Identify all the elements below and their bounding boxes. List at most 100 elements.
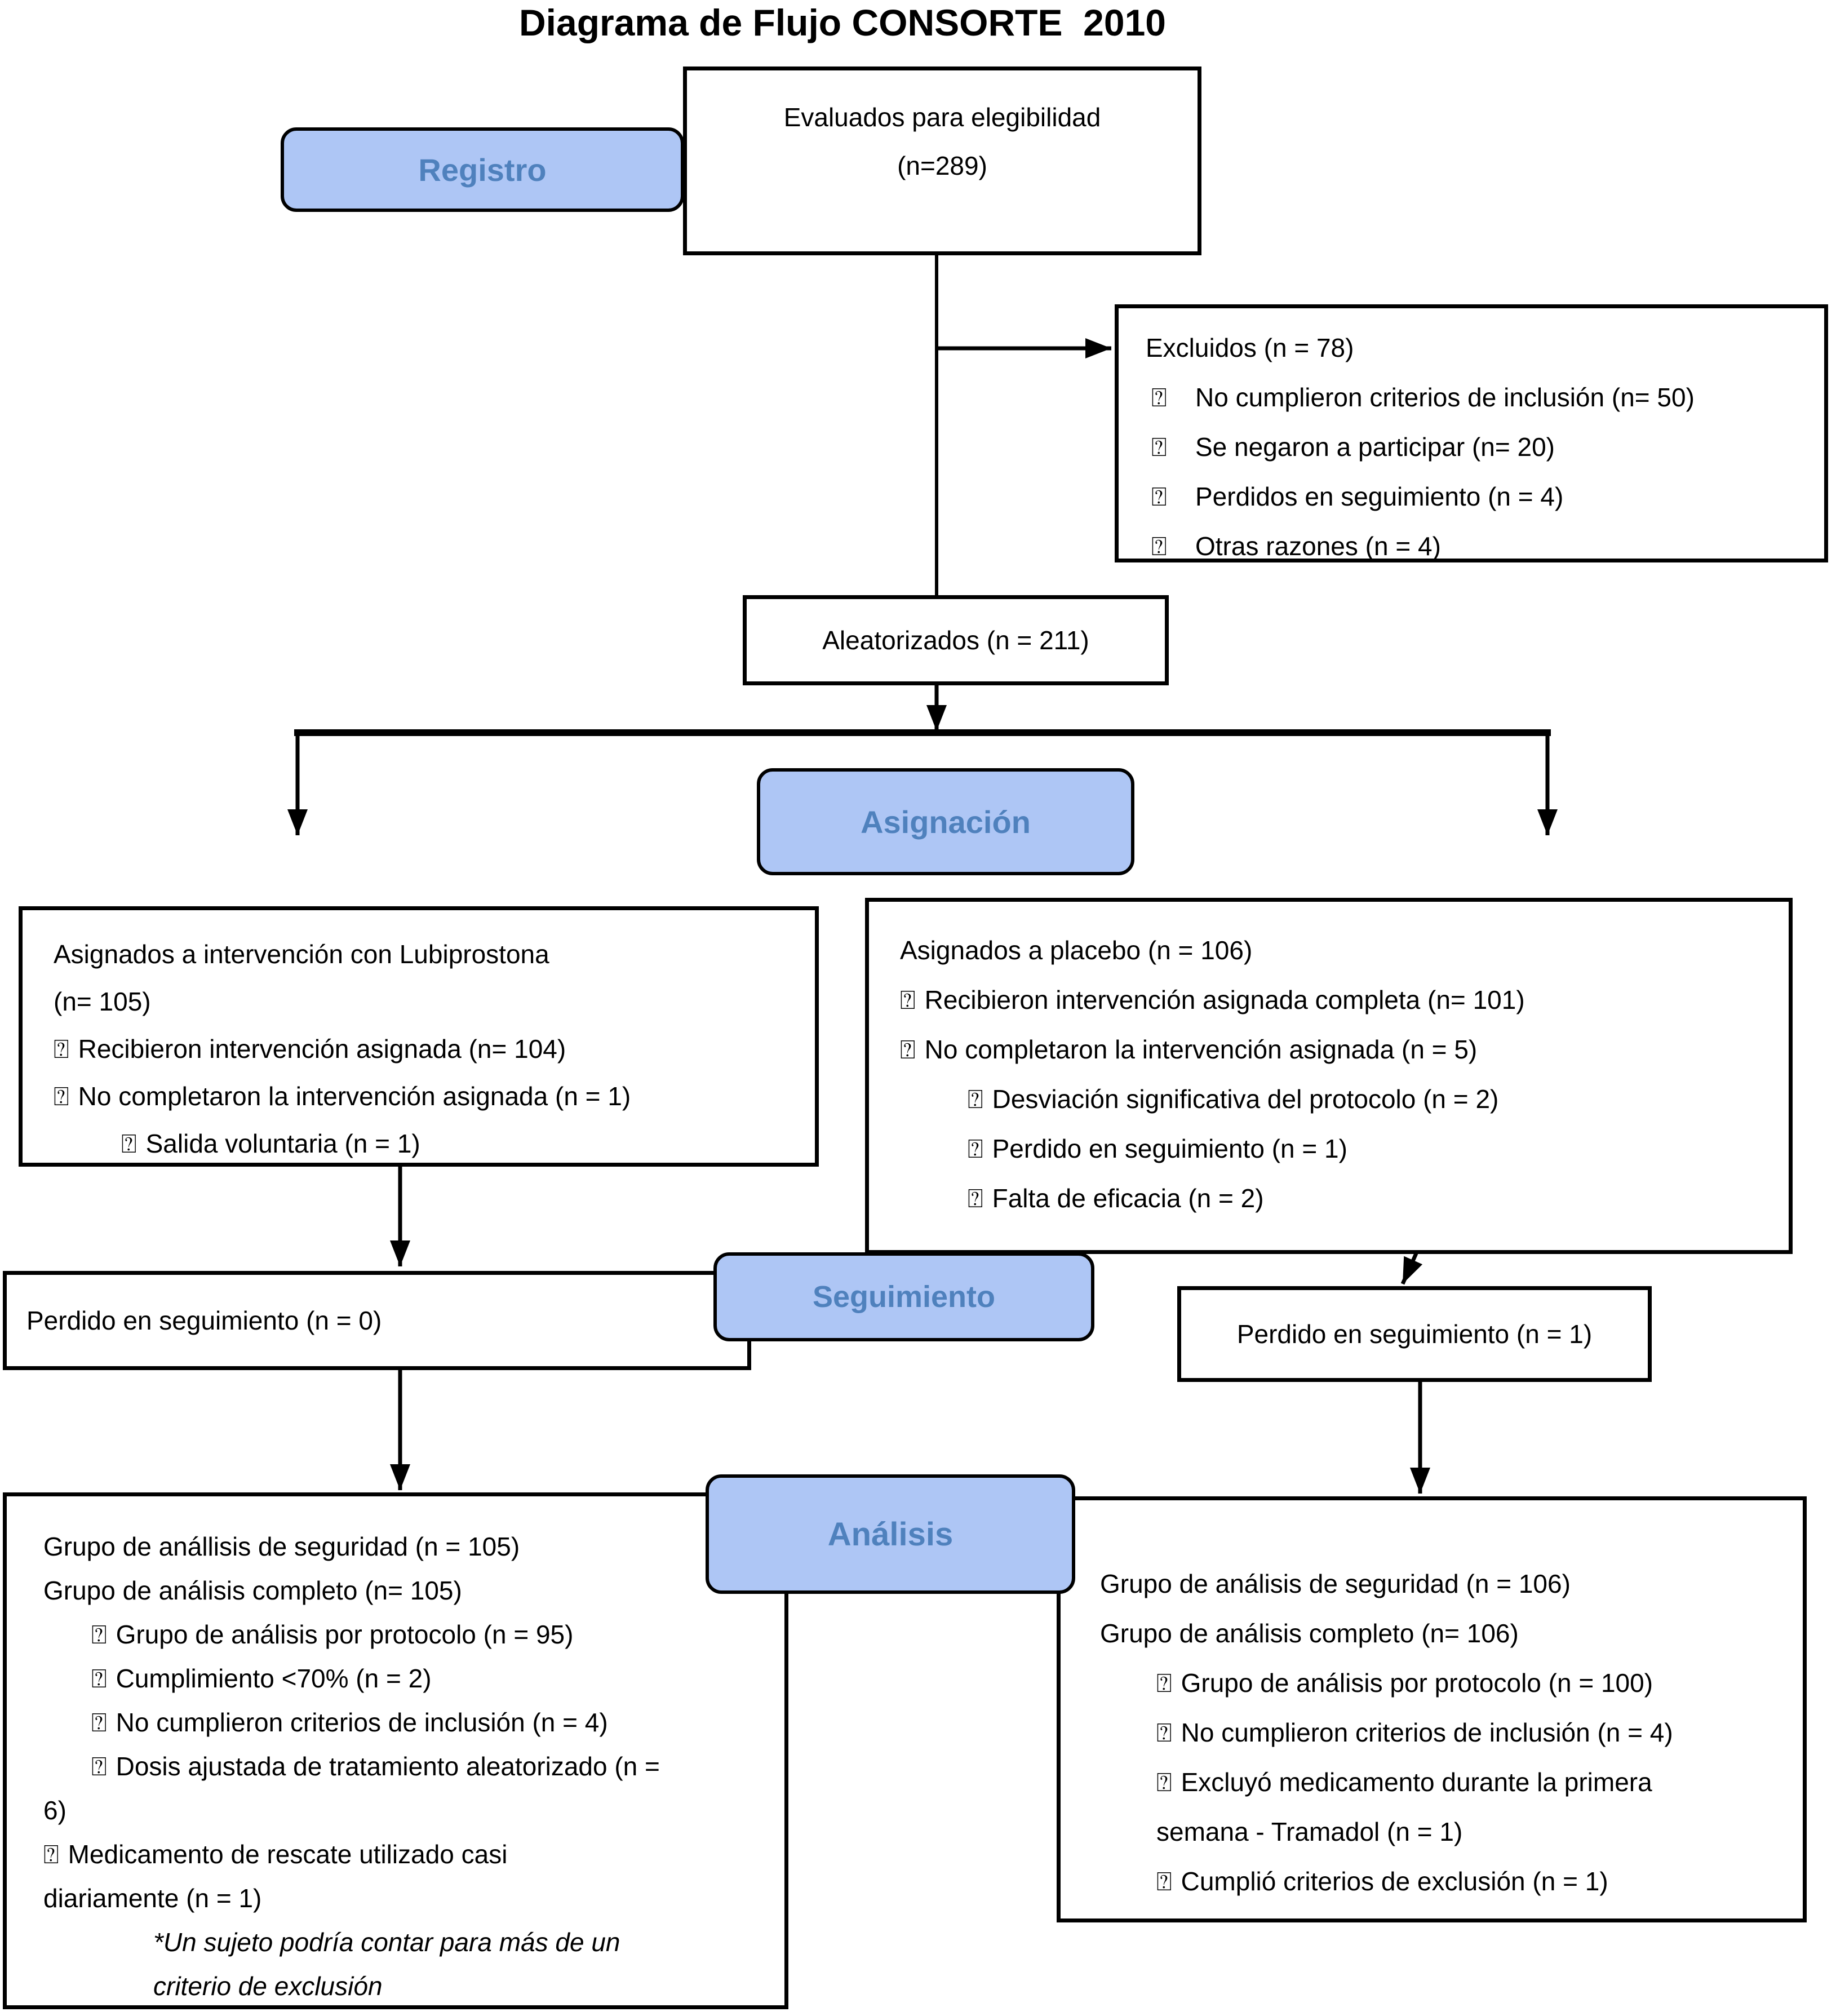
analysis-left-item: ⍰ Medicamento de rescate utilizado casi — [43, 1832, 779, 1876]
analysis-left-line-wrap: diariamente (n = 1) — [43, 1884, 262, 1913]
eligibility-line-2: (n=289) — [897, 151, 987, 180]
missing-glyph-bullet-icon: ⍰ — [121, 1129, 137, 1158]
assigned-placebo-box: Asignados a placebo (n = 106) ⍰ Recibiero… — [865, 898, 1793, 1254]
missing-glyph-bullet-icon: ⍰ — [1151, 531, 1167, 561]
missing-glyph-bullet-icon: ⍰ — [968, 1134, 983, 1163]
excluded-item-text: Otras razones (n = 4) — [1195, 531, 1441, 561]
assign-right-subitem-text: Perdido en seguimiento (n = 1) — [992, 1134, 1347, 1163]
excluded-box: Excluidos (n = 78) ⍰ No cumplieron criter… — [1115, 304, 1828, 562]
missing-glyph-bullet-icon: ⍰ — [91, 1620, 107, 1649]
assign-right-subitem-text: Desviación significativa del protocolo (… — [992, 1084, 1499, 1114]
assign-left-line: Asignados a intervención con Lubiproston… — [54, 940, 549, 969]
analysis-right-line-wrap: semana - Tramadol (n = 1) — [1156, 1817, 1463, 1846]
excluded-item: ⍰ Perdidos en seguimiento (n = 4) — [1151, 472, 1813, 521]
missing-glyph-bullet-icon: ⍰ — [968, 1184, 983, 1213]
analysis-left-footnote: *Un sujeto podría contar para más de un — [153, 1928, 620, 1957]
excluded-item: ⍰ Otras razones (n = 4) — [1151, 521, 1813, 571]
missing-glyph-bullet-icon: ⍰ — [1156, 1668, 1172, 1698]
assign-left-item-text: No completaron la intervención asignada … — [78, 1082, 631, 1111]
assign-left-subitem: ⍰ Salida voluntaria (n = 1) — [121, 1120, 809, 1167]
analysis-right-item: ⍰ Grupo de análisis por protocolo (n = 10… — [1156, 1658, 1797, 1708]
missing-glyph-bullet-icon: ⍰ — [1151, 482, 1167, 511]
excluded-item-text: No cumplieron criterios de inclusión (n=… — [1195, 383, 1695, 412]
analysis-right-item-text: No cumplieron criterios de inclusión (n … — [1181, 1718, 1673, 1747]
analysis-left-item: ⍰ Dosis ajustada de tratamiento aleatoriz… — [91, 1744, 779, 1788]
stage-label-seguimiento-text: Seguimiento — [812, 1280, 996, 1314]
assign-right-item: ⍰ Recibieron intervención asignada comple… — [900, 975, 1783, 1025]
followup-right-label: Perdido en seguimiento (n = 1) — [1236, 1319, 1593, 1349]
analysis-left-item: ⍰ No cumplieron criterios de inclusión (n… — [91, 1700, 779, 1744]
stage-label-registro: Registro — [281, 127, 684, 212]
missing-glyph-bullet-icon: ⍰ — [900, 1035, 916, 1064]
analysis-left-footnote: criterio de exclusión — [153, 1971, 383, 2001]
analysis-right-line: Grupo de análisis de seguridad (n = 106) — [1100, 1569, 1571, 1598]
missing-glyph-bullet-icon: ⍰ — [968, 1084, 983, 1114]
analysis-right-item-text: Grupo de análisis por protocolo (n = 100… — [1181, 1668, 1653, 1698]
excluded-item: ⍰ Se negaron a participar (n= 20) — [1151, 422, 1813, 472]
analysis-left-item: ⍰ Grupo de análisis por protocolo (n = 95… — [91, 1612, 779, 1656]
stage-label-asignacion: Asignación — [757, 768, 1134, 875]
arrow-right-group-to-followup — [1400, 1252, 1423, 1285]
analysis-right-item: ⍰ Cumplió criterios de exclusión (n = 1) — [1156, 1857, 1797, 1906]
missing-glyph-bullet-icon: ⍰ — [1156, 1867, 1172, 1896]
assign-right-subitem: ⍰ Perdido en seguimiento (n = 1) — [968, 1124, 1783, 1173]
excluded-title: Excluidos (n = 78) — [1146, 333, 1354, 362]
missing-glyph-bullet-icon: ⍰ — [91, 1752, 107, 1781]
followup-lubiprostone-box: Perdido en seguimiento (n = 0) — [3, 1271, 751, 1370]
assign-right-item-text: No completaron la intervención asignada … — [924, 1035, 1478, 1064]
assign-left-line: (n= 105) — [54, 987, 151, 1016]
missing-glyph-bullet-icon: ⍰ — [900, 985, 916, 1014]
assign-right-item: ⍰ No completaron la intervención asignada… — [900, 1025, 1783, 1074]
assign-right-item-text: Recibieron intervención asignada complet… — [924, 985, 1525, 1014]
assign-left-item-text: Recibieron intervención asignada (n= 104… — [78, 1034, 566, 1064]
assigned-lubiprostone-box: Asignados a intervención con Lubiproston… — [19, 906, 819, 1167]
eligibility-line-1: Evaluados para elegibilidad — [783, 103, 1101, 132]
assign-left-subitem-text: Salida voluntaria (n = 1) — [145, 1129, 420, 1158]
analysis-right-line: Grupo de análisis completo (n= 106) — [1100, 1619, 1519, 1648]
assign-left-item: ⍰ Recibieron intervención asignada (n= 10… — [54, 1025, 809, 1073]
randomized-label: Aleatorizados (n = 211) — [822, 626, 1089, 655]
excluded-item: ⍰ No cumplieron criterios de inclusión (n… — [1151, 373, 1813, 422]
analysis-left-item-text: Cumplimiento <70% (n = 2) — [116, 1664, 432, 1693]
analysis-right-item: ⍰ No cumplieron criterios de inclusión (n… — [1156, 1708, 1797, 1757]
analysis-right-item: ⍰ Excluyó medicamento durante la primera — [1156, 1757, 1797, 1807]
missing-glyph-bullet-icon: ⍰ — [43, 1840, 59, 1869]
analysis-left-item-text: Dosis ajustada de tratamiento aleatoriza… — [116, 1752, 660, 1781]
analysis-right-item-text: Excluyó medicamento durante la primera — [1181, 1767, 1652, 1797]
stage-label-analisis: Análisis — [706, 1474, 1075, 1594]
eligibility-box: Evaluados para elegibilidad (n=289) — [683, 67, 1201, 255]
missing-glyph-bullet-icon: ⍰ — [91, 1664, 107, 1693]
assign-left-item: ⍰ No completaron la intervención asignada… — [54, 1073, 809, 1120]
analysis-left-item-text: No cumplieron criterios de inclusión (n … — [116, 1708, 608, 1737]
missing-glyph-bullet-icon: ⍰ — [1151, 383, 1167, 412]
missing-glyph-bullet-icon: ⍰ — [54, 1034, 69, 1064]
analysis-left-item-text: Medicamento de rescate utilizado casi — [68, 1840, 508, 1869]
missing-glyph-bullet-icon: ⍰ — [91, 1708, 107, 1737]
missing-glyph-bullet-icon: ⍰ — [1156, 1767, 1172, 1797]
excluded-item-text: Se negaron a participar (n= 20) — [1195, 432, 1555, 462]
missing-glyph-bullet-icon: ⍰ — [54, 1082, 69, 1111]
assign-right-line: Asignados a placebo (n = 106) — [900, 936, 1253, 965]
missing-glyph-bullet-icon: ⍰ — [1156, 1718, 1172, 1747]
stage-label-seguimiento: Seguimiento — [713, 1252, 1094, 1341]
assign-right-subitem-text: Falta de eficacia (n = 2) — [992, 1184, 1264, 1213]
analysis-left-item: ⍰ Cumplimiento <70% (n = 2) — [91, 1656, 779, 1700]
assign-right-subitem: ⍰ Desviación significativa del protocolo … — [968, 1074, 1783, 1124]
stage-label-asignacion-text: Asignación — [861, 804, 1031, 840]
assign-right-subitem: ⍰ Falta de eficacia (n = 2) — [968, 1173, 1783, 1223]
analysis-placebo-box: Grupo de análisis de seguridad (n = 106)… — [1057, 1496, 1807, 1922]
randomized-box: Aleatorizados (n = 211) — [743, 595, 1169, 685]
analysis-left-line-wrap: 6) — [43, 1796, 66, 1825]
analysis-right-item-text: Cumplió criterios de exclusión (n = 1) — [1181, 1867, 1608, 1896]
stage-label-registro-text: Registro — [418, 152, 547, 188]
excluded-item-text: Perdidos en seguimiento (n = 4) — [1195, 482, 1564, 511]
analysis-left-line: Grupo de anállisis de seguridad (n = 105… — [43, 1532, 520, 1561]
stage-label-analisis-text: Análisis — [827, 1516, 954, 1553]
followup-placebo-box: Perdido en seguimiento (n = 1) — [1177, 1286, 1652, 1382]
missing-glyph-bullet-icon: ⍰ — [1151, 432, 1167, 462]
analysis-left-item-text: Grupo de análisis por protocolo (n = 95) — [116, 1620, 574, 1649]
followup-left-label: Perdido en seguimiento (n = 0) — [26, 1306, 382, 1335]
analysis-lubiprostone-box: Grupo de anállisis de seguridad (n = 105… — [3, 1492, 788, 2009]
